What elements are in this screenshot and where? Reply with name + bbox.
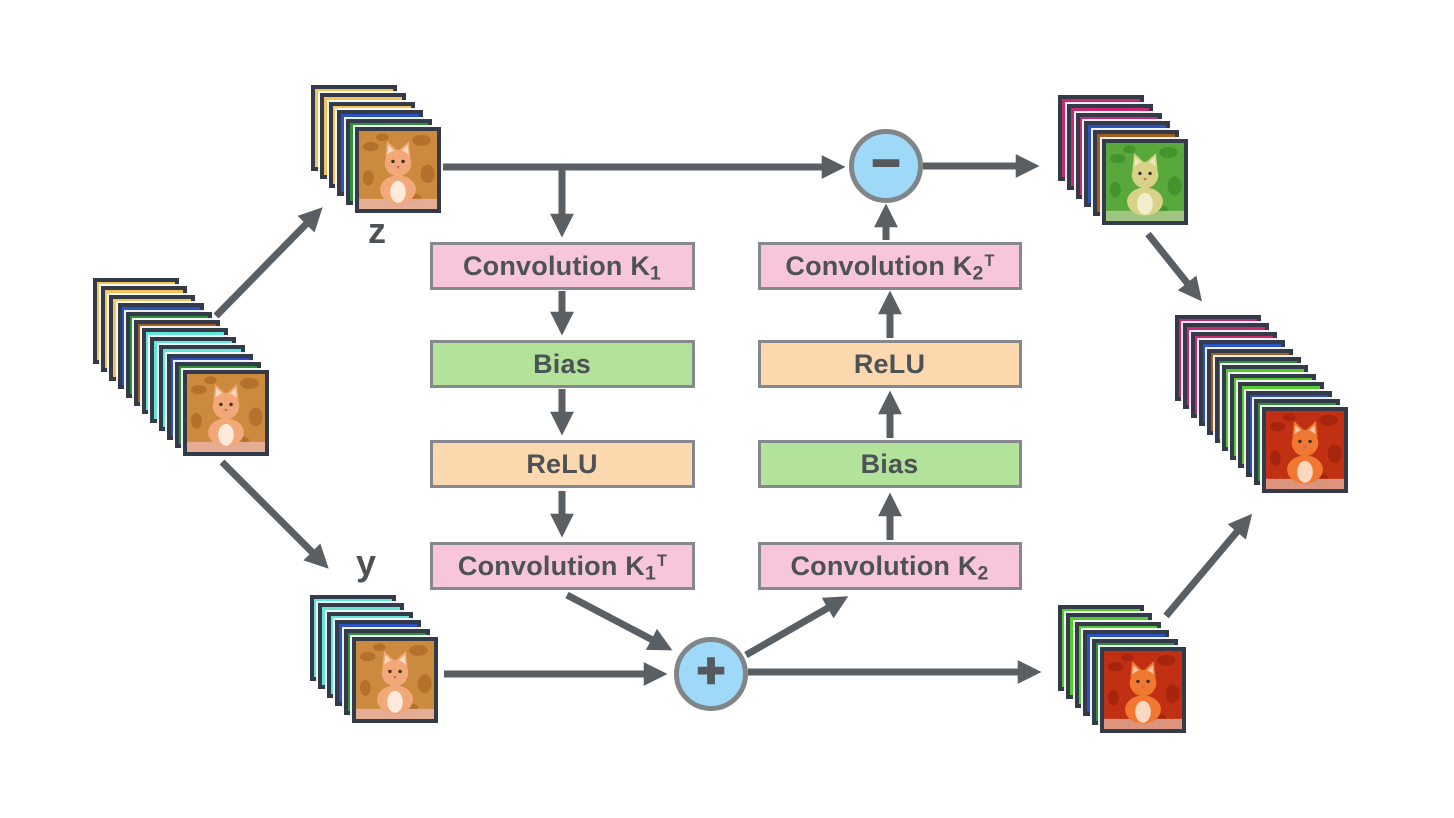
arrow-bottom-right-to-far-right-stack	[1163, 513, 1253, 619]
relu-left-label: ReLU	[526, 448, 598, 479]
cat-image	[1106, 143, 1184, 221]
conv-k2-box: Convolution K2	[758, 542, 1022, 590]
cat-image	[1265, 411, 1344, 490]
minus-node: −	[849, 129, 923, 203]
cat-image	[356, 641, 434, 719]
z-feature-stack	[311, 85, 441, 213]
bias-left-label: Bias	[533, 348, 591, 379]
conv-k2-label: Convolution K2	[790, 550, 989, 584]
cat-image	[187, 374, 266, 453]
y-feature-stack	[310, 595, 438, 723]
conv-k1-transpose-label: Convolution K1T	[457, 550, 668, 584]
arrow-conv-k1t-to-plus	[565, 591, 673, 651]
cat-feature-map-card	[352, 637, 438, 723]
relu-right-label: ReLU	[853, 348, 926, 379]
bias-left-box: Bias	[430, 340, 695, 388]
far-right-output-stack	[1175, 315, 1348, 494]
cat-feature-map-card	[1100, 647, 1186, 733]
arrow-input-to-y	[219, 459, 329, 569]
bias-right-label: Bias	[860, 448, 919, 479]
conv-k2-transpose-box: Convolution K2T	[758, 242, 1022, 290]
arrow-top-right-to-far-right-stack	[1145, 231, 1202, 302]
cat-image	[359, 131, 437, 209]
cat-feature-map-card	[355, 127, 441, 213]
conv-k2-transpose-label: Convolution K2T	[785, 250, 995, 284]
cat-feature-map-card	[1102, 139, 1188, 225]
conv-k1-label: Convolution K1	[462, 250, 662, 284]
cat-feature-map-card	[183, 370, 270, 457]
bottom-right-output-stack	[1058, 605, 1186, 733]
cat-feature-map-card	[1261, 407, 1348, 494]
conv-k1-box: Convolution K1	[430, 242, 695, 290]
arrow-plus-to-conv-k2	[744, 596, 849, 659]
z-branch-label: z	[368, 210, 386, 251]
conv-k1-transpose-box: Convolution K1T	[430, 542, 695, 590]
bias-right-box: Bias	[758, 440, 1022, 488]
relu-right-box: ReLU	[758, 340, 1022, 388]
y-branch-label: y	[356, 542, 377, 583]
arrow-input-to-z	[213, 207, 323, 319]
input-feature-stack	[93, 278, 270, 457]
relu-left-box: ReLU	[430, 440, 695, 488]
cat-image	[1104, 651, 1182, 729]
plus-node: +	[674, 637, 748, 711]
top-right-output-stack	[1058, 95, 1188, 225]
